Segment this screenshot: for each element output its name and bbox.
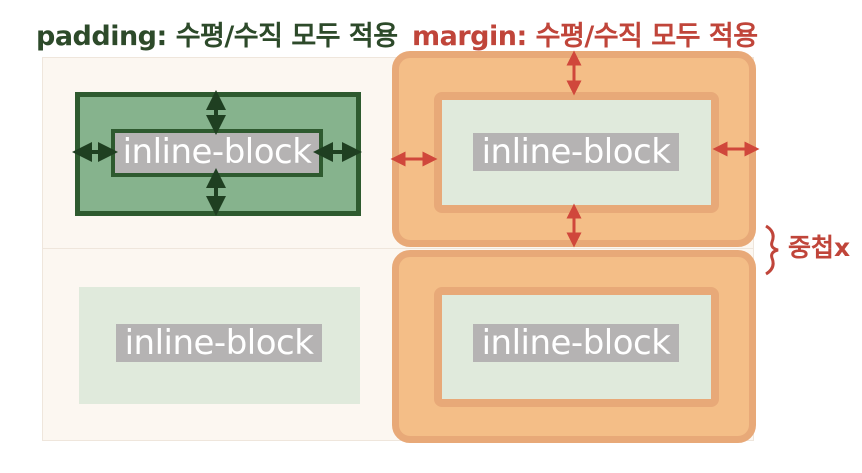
- margin-inline-block-label-top: inline-block: [473, 133, 679, 171]
- padding-inline-block-label: inline-block: [115, 133, 319, 171]
- overlap-brace: [765, 224, 779, 276]
- padding-title: padding: 수평/수직 모두 적용: [36, 21, 398, 52]
- margin-title: margin: 수평/수직 모두 적용: [412, 21, 758, 52]
- overlap-label: 중첩x: [788, 233, 851, 262]
- plain-inline-block-label: inline-block: [116, 324, 322, 362]
- margin-inline-block-label-bottom: inline-block: [473, 324, 679, 362]
